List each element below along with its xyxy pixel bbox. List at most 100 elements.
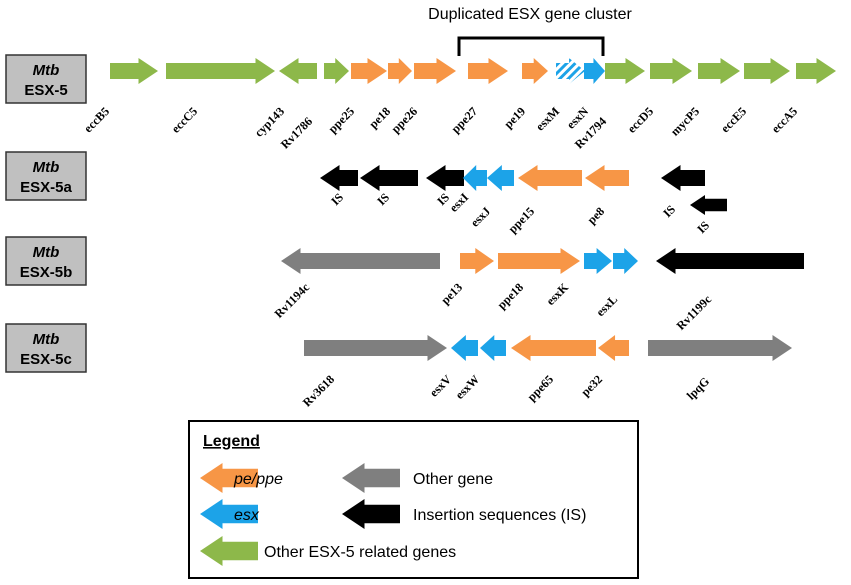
legend-label: Insertion sequences (IS)	[413, 507, 586, 524]
gene-label: pe8	[584, 204, 607, 227]
gene-label: pe13	[438, 280, 465, 307]
gene-arrow-eccd5	[650, 58, 692, 84]
gene-arrow-rv1194c	[281, 248, 440, 274]
gene-arrow-pe18	[388, 58, 412, 84]
legend-title: Legend	[203, 433, 260, 450]
gene-arrow-pe13	[460, 248, 494, 274]
gene-arrow-pe19	[522, 58, 548, 84]
row-name: ESX-5a	[20, 179, 72, 196]
gene-label: esxK	[543, 280, 571, 308]
gene-label: eccC5	[169, 104, 201, 136]
gene-arrow-rv1199c	[656, 248, 804, 274]
legend-label: Other gene	[413, 471, 493, 488]
gene-arrow-esxw	[480, 335, 506, 361]
gene-arrow-esxj	[487, 165, 514, 191]
gene-label: ppe18	[495, 280, 527, 312]
gene-arrow-esxv	[451, 335, 478, 361]
gene-label: eccD5	[625, 104, 657, 136]
cluster-title: Duplicated ESX gene cluster	[428, 6, 632, 23]
gene-label: lpqG	[684, 374, 712, 402]
gene-arrow-ppe25	[351, 58, 387, 84]
legend-label: esx	[234, 507, 260, 524]
row-name: ESX-5c	[20, 351, 72, 368]
legend: Legend pe/ppe Other gene esx Insertion sequ…	[188, 420, 639, 579]
gene-arrow-is	[426, 165, 464, 191]
gene-arrow-ecca5	[796, 58, 836, 84]
gene-label: esxV	[427, 372, 455, 400]
gene-arrow-ppe26	[414, 58, 456, 84]
gene-arrow-rv1786	[324, 58, 349, 84]
legend-box	[188, 420, 639, 579]
gene-arrow-ppe65	[511, 335, 596, 361]
legend-swatch-esx5-related	[200, 536, 258, 566]
gene-label: IS	[328, 190, 346, 208]
row-species: Mtb	[33, 244, 60, 261]
gene-label: esxW	[452, 372, 482, 402]
gene-row-esx5b: Rv1194c pe13 ppe18 esxK esxL Rv1199c	[272, 248, 804, 333]
legend-label: pe/ppe	[233, 471, 283, 488]
gene-arrow-is	[320, 165, 358, 191]
gene-arrow-esxl	[613, 248, 638, 274]
gene-arrow-pe32	[598, 335, 629, 361]
row-label-esx5: Mtb ESX-5	[5, 54, 87, 104]
legend-label: Other ESX-5 related genes	[264, 544, 456, 561]
legend-swatch-is	[342, 499, 400, 529]
gene-arrow-esxm	[556, 58, 585, 84]
legend-swatch-other-gene	[342, 463, 400, 493]
gene-label: IS	[374, 190, 392, 208]
gene-arrow-is	[661, 165, 705, 191]
row-label-esx5b: Mtb ESX-5b	[5, 236, 87, 286]
row-name: ESX-5	[24, 82, 67, 99]
row-species: Mtb	[33, 62, 60, 79]
row-label-box	[5, 151, 87, 201]
gene-arrow-ecce5	[744, 58, 790, 84]
gene-label: IS	[660, 202, 678, 220]
gene-label: ppe15	[506, 204, 538, 236]
gene-arrow-eccc5	[166, 58, 275, 84]
gene-arrow-ppe27	[468, 58, 508, 84]
gene-label: ppe27	[449, 104, 481, 136]
gene-label: esxM	[533, 104, 562, 133]
gene-label: ppe25	[326, 104, 358, 136]
gene-label: ppe26	[389, 104, 421, 136]
legend-items: pe/ppe Other gene esx Insertion sequences (…	[200, 463, 586, 566]
gene-arrow-eccb5	[110, 58, 158, 84]
legend-swatch-esx	[200, 499, 258, 529]
gene-arrow-lpqg	[648, 335, 792, 361]
gene-label: Rv1199c	[674, 292, 715, 333]
row-label-esx5c: Mtb ESX-5c	[5, 323, 87, 373]
gene-arrow-rv1794	[605, 58, 645, 84]
gene-label: Rv3618	[300, 372, 337, 409]
row-label-esx5a: Mtb ESX-5a	[5, 151, 87, 201]
gene-label: pe32	[578, 372, 605, 399]
gene-label: esxI	[447, 190, 472, 215]
row-species: Mtb	[33, 331, 60, 348]
gene-arrow-mycp5	[698, 58, 740, 84]
gene-arrow-ppe15	[518, 165, 582, 191]
gene-label: cyp143	[252, 104, 287, 139]
gene-arrow-rv3618	[304, 335, 447, 361]
gene-label: esxL	[593, 292, 620, 319]
duplicated-cluster-bracket	[457, 36, 605, 56]
gene-label: eccB5	[81, 104, 112, 135]
gene-label: mycP5	[668, 104, 702, 138]
gene-arrow-pe8	[585, 165, 629, 191]
gene-label: eccE5	[718, 104, 749, 135]
row-species: Mtb	[33, 159, 60, 176]
gene-arrow-is	[690, 195, 727, 215]
gene-arrow-esxn	[584, 58, 605, 84]
gene-arrow-esxi	[463, 165, 487, 191]
gene-label: eccA5	[769, 104, 801, 136]
gene-label: Rv1786	[278, 114, 315, 151]
row-name: ESX-5b	[20, 264, 73, 281]
gene-arrow-esxk	[584, 248, 612, 274]
gene-label: ppe65	[525, 372, 557, 404]
gene-arrow-is	[360, 165, 418, 191]
row-label-box	[5, 54, 87, 104]
gene-label: Rv1194c	[272, 280, 313, 321]
